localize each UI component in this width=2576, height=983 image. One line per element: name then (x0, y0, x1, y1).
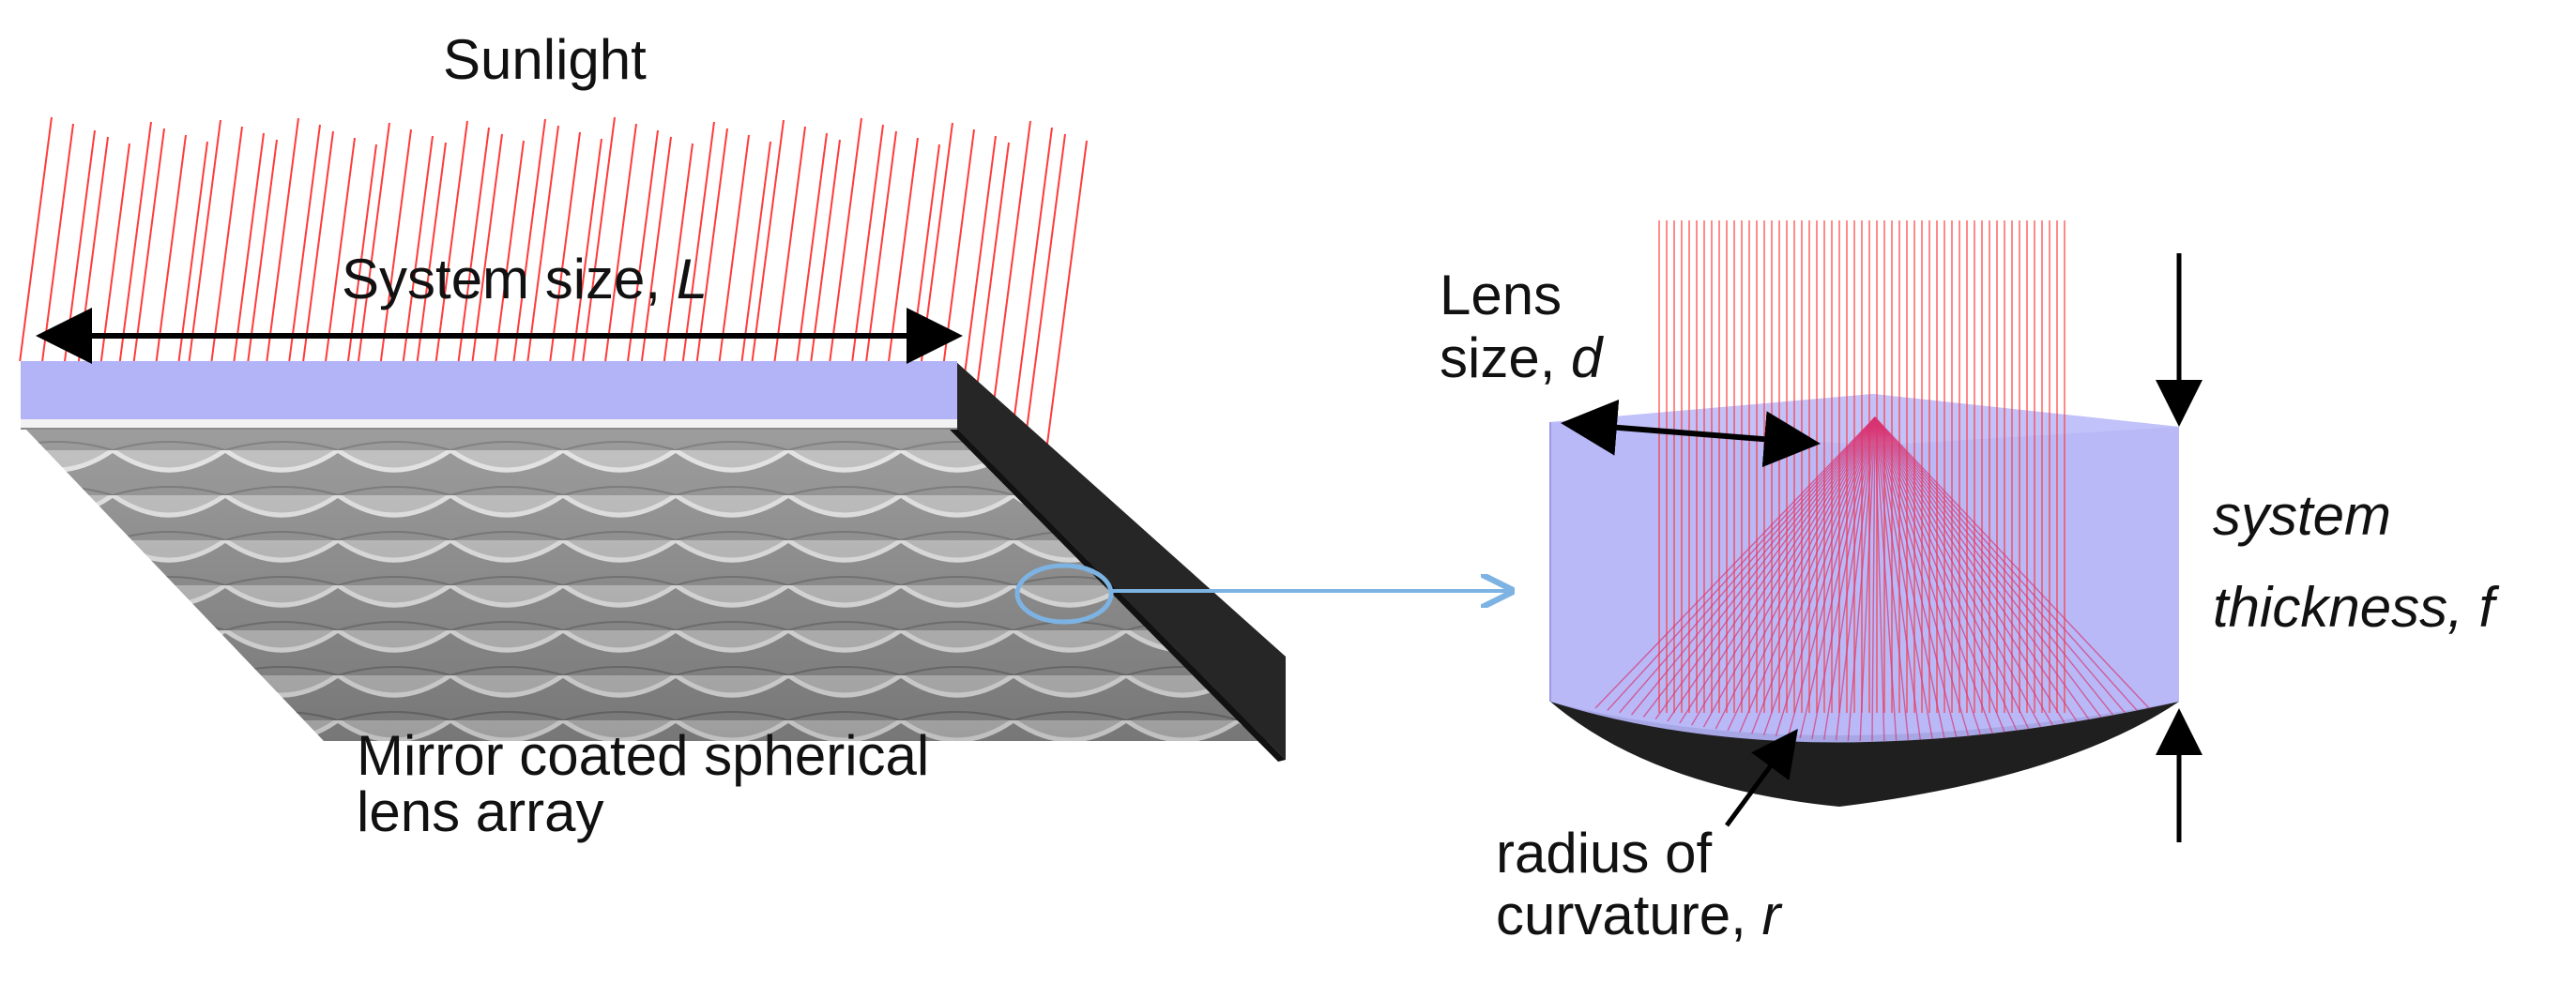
radius-label-line2: curvature, r (1496, 884, 1781, 946)
ray-line (1874, 416, 1958, 738)
ray-line (1874, 416, 2138, 711)
ray-line (1042, 140, 1088, 478)
mirror-label-line1: Mirror coated spherical (357, 724, 930, 787)
ray-line (1874, 416, 2065, 724)
ray-line (302, 130, 334, 362)
ray-line (99, 143, 130, 362)
ray-line (247, 139, 278, 362)
ray-line (1009, 127, 1053, 447)
ray-line (1823, 416, 1876, 740)
ray-line (132, 128, 165, 362)
ray-line (796, 132, 828, 362)
thickness-label-line1: system (2213, 484, 2392, 547)
ray-line (1739, 416, 1876, 733)
ray-line (1871, 416, 1876, 742)
lens-size-label-line2: size, d (1440, 326, 1603, 389)
ray-line (1874, 416, 1933, 740)
ray-line (1859, 416, 1876, 741)
ray-line (1751, 416, 1876, 734)
ray-line (1702, 416, 1876, 728)
ray-line (989, 120, 1031, 428)
ray-line (1874, 416, 2150, 709)
ray-line (155, 134, 187, 362)
sunlight-label: Sunlight (443, 28, 647, 91)
lens-size-arrow (1561, 399, 1821, 468)
focus-cone (1594, 416, 2150, 742)
ray-line (1667, 416, 1876, 722)
ray-line (1874, 416, 2005, 733)
ray-line (1787, 416, 1876, 738)
ray-line (512, 118, 546, 362)
ray-line (1691, 416, 1876, 726)
ray-line (773, 126, 806, 362)
ray-line (233, 132, 265, 362)
ray-line (1619, 416, 1876, 714)
ray-line (379, 129, 412, 362)
ray-line (1874, 416, 1885, 741)
slab-top (21, 361, 957, 430)
ray-line (1874, 416, 1945, 739)
ray-line (1874, 416, 1982, 735)
ray-line (1874, 416, 1921, 740)
ray-line (1874, 416, 2078, 722)
ray-line (865, 130, 897, 362)
ray-line (1642, 416, 1876, 718)
ray-line (1874, 416, 2053, 726)
ray-line (973, 142, 1010, 408)
ray-line (549, 131, 581, 362)
ray-line (118, 121, 152, 362)
ray-line (1811, 416, 1876, 740)
ray-line (1874, 416, 1993, 734)
ray-line (1874, 416, 2042, 728)
ray-line (718, 134, 750, 362)
ray-line (1594, 416, 1876, 709)
ray-line (526, 125, 559, 362)
ray-line (1874, 416, 1910, 741)
ray-line (961, 135, 997, 397)
ray-line (1679, 416, 1876, 724)
radius-label-line1: radius of (1496, 822, 1713, 885)
ray-line (681, 121, 715, 362)
ray-line (1630, 416, 1876, 716)
slab-side (950, 361, 1286, 762)
ray-line (1874, 416, 2102, 718)
radius-arrow (1724, 728, 1798, 827)
ray-line (1715, 416, 1876, 730)
ray-line (1762, 416, 1876, 735)
thickness-label-line2: thickness, f (2213, 576, 2495, 639)
ray-line (457, 127, 490, 362)
ray-line (1799, 416, 1876, 739)
callout-ellipse (1014, 563, 1114, 625)
ray-line (695, 128, 728, 362)
ray-line (888, 137, 919, 362)
ray-line (64, 129, 96, 362)
ray-line (1874, 416, 1898, 741)
ray-line (77, 136, 109, 362)
ray-line (1874, 416, 1970, 737)
ray-line (810, 139, 841, 362)
lens-array (23, 427, 1286, 741)
mirror-label-line2: lens array (357, 780, 604, 843)
lens-size-label-line1: Lens (1440, 264, 1562, 326)
ray-line (627, 129, 659, 362)
ray-line (1874, 416, 2090, 720)
ray-line (1874, 416, 2126, 714)
ray-line (1775, 416, 1876, 737)
ray-line (1727, 416, 1876, 732)
ray-line (1874, 416, 2114, 716)
system-size-label: System size, L (342, 248, 709, 310)
ray-line (1874, 416, 2018, 732)
ray-line (1022, 133, 1066, 459)
ray-line (1874, 416, 2030, 730)
ray-line (210, 126, 243, 362)
ray-line (1654, 416, 1876, 720)
ray-line (1847, 416, 1876, 741)
ray-line (1835, 416, 1876, 741)
ray-line (19, 116, 53, 362)
ray-line (1607, 416, 1876, 711)
